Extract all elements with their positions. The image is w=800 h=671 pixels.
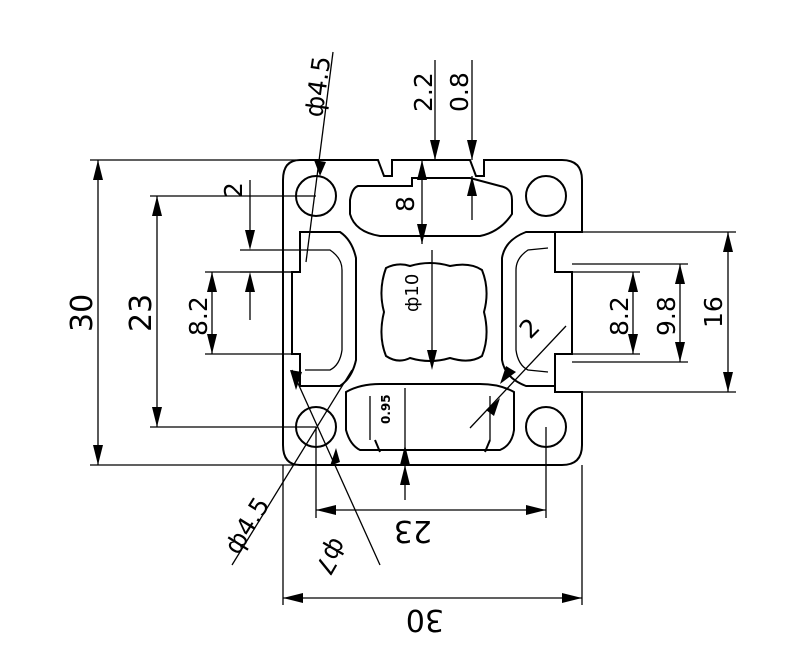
label-left-slot: 8.2 bbox=[184, 296, 213, 336]
label-left-height-inner: 23 bbox=[124, 294, 159, 332]
dimension-lines bbox=[90, 51, 736, 605]
label-top-hole-dia: ф4.5 bbox=[299, 54, 336, 119]
hole-top-right bbox=[525, 175, 567, 217]
label-wall-thickness: 0.95 bbox=[379, 394, 393, 424]
label-bottom-inner: 23 bbox=[394, 513, 432, 548]
label-slot-wall: 0.8 bbox=[445, 72, 474, 112]
label-left-height-outer: 30 bbox=[65, 294, 100, 332]
label-slot-width: 2.2 bbox=[409, 72, 438, 112]
label-right-inner: 9.8 bbox=[652, 296, 681, 336]
label-left-lip: 2 bbox=[219, 182, 248, 198]
label-diag-wall: 2 bbox=[514, 312, 546, 344]
label-bottom-hole-dia: ф4.5 bbox=[218, 492, 275, 559]
label-right-slot: 8.2 bbox=[605, 296, 634, 336]
label-bottom-fillet-dia: ф7 bbox=[309, 533, 353, 580]
arrowheads bbox=[93, 140, 733, 603]
label-center-bore: ф10 bbox=[402, 274, 423, 312]
label-right-outer: 16 bbox=[699, 296, 728, 328]
label-bottom-outer: 30 bbox=[406, 602, 444, 637]
dimension-labels: ф4.5 2.2 0.8 8 30 23 2 8.2 ф10 8.2 9.8 1… bbox=[65, 54, 728, 637]
label-slot-depth-top: 8 bbox=[391, 196, 420, 212]
